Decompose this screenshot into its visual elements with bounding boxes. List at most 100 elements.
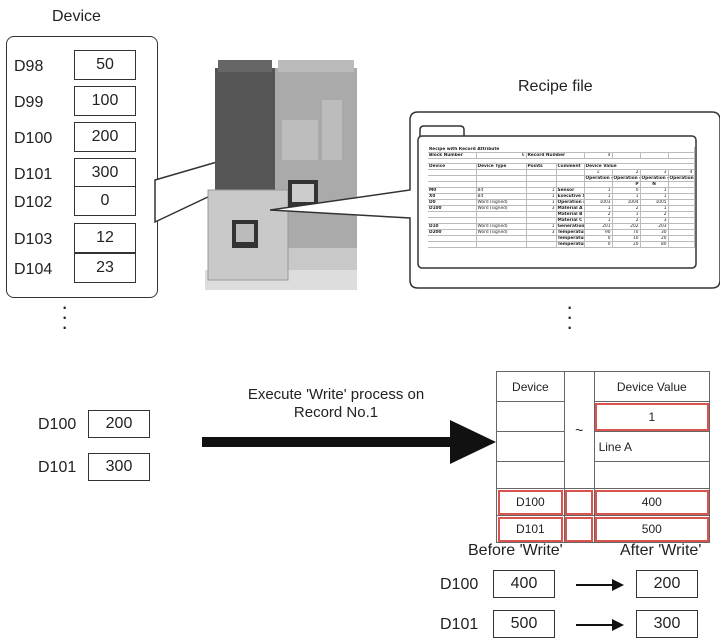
sheet-cell: 1 (526, 199, 557, 206)
sheet-cell: 203 (640, 223, 669, 230)
execute-write-label: Execute 'Write' process on Record No.1 (247, 386, 425, 421)
small-right-arrow-icon (576, 619, 624, 631)
sheet-cell: 1 (526, 193, 557, 200)
sheet-cell: 1 (640, 187, 669, 194)
before-d100-name: D100 (38, 416, 77, 433)
compare-d101-after: 300 (636, 610, 698, 638)
sheet-cell: 1003 (584, 199, 613, 206)
sheet-cell: D100 (428, 205, 477, 212)
record-row1-value: 1 (593, 401, 711, 432)
device-value-d101: 300 (74, 158, 136, 188)
sheet-cell (668, 217, 695, 224)
sheet-cell: 0 (584, 235, 613, 242)
device-value-d98: 50 (74, 50, 136, 80)
record-table: Device ~ Device Value 1 Line A D100 400 … (496, 371, 711, 543)
sheet-cell (476, 235, 527, 242)
sheet-cell: 10 (612, 235, 641, 242)
sheet-cell: 2 (612, 217, 641, 224)
sheet-cell: 1 (640, 193, 669, 200)
sheet-cell (476, 217, 527, 224)
sheet-p: P (612, 181, 641, 188)
sheet-cell: Generation nu (556, 223, 585, 230)
compare-d101-name: D101 (440, 616, 479, 633)
sheet-cell: X0 (428, 193, 477, 200)
record-row2-value: Line A (593, 431, 711, 462)
sheet-cell: 20 (612, 241, 641, 248)
sheet-cell (668, 211, 695, 218)
sheet-row: Temperature02080 (428, 241, 695, 248)
before-write-label: Before 'Write' (468, 542, 563, 559)
sheet-cell: 0 (612, 187, 641, 194)
sheet-cell: 1 (526, 187, 557, 194)
sheet-cell: Bit (476, 193, 527, 200)
before-d101-value: 300 (88, 453, 150, 481)
sheet-header-value: Device Value (584, 163, 695, 170)
sheet-cell (526, 235, 557, 242)
recipe-sheet-table: Recipe with Record Attribute Block Numbe… (428, 147, 695, 248)
sheet-cell: Word (signed) (476, 229, 527, 236)
sheet-cell: 3 (526, 229, 557, 236)
compare-d100-after: 200 (636, 570, 698, 598)
sheet-cell (668, 223, 695, 230)
recipe-file-title: Recipe file (518, 78, 593, 95)
device-name-d102: D102 (14, 194, 53, 211)
sheet-record-label: Record Number (526, 152, 585, 159)
sheet-cell: 2 (640, 211, 669, 218)
sheet-cell: 1 (640, 205, 669, 212)
sheet-cell: 1 (584, 205, 613, 212)
sheet-cell: M0 (428, 187, 477, 194)
compare-d101-before: 500 (493, 610, 555, 638)
sheet-cell: D10 (428, 223, 477, 230)
device-value-d103: 12 (74, 223, 136, 253)
device-value-d104: 23 (74, 253, 136, 283)
sheet-cell: 3 (640, 217, 669, 224)
sheet-cell: 20 (640, 235, 669, 242)
device-value-d102: 0 (74, 186, 136, 216)
sheet-cell: Temperature (556, 235, 585, 242)
large-right-arrow-icon (202, 420, 496, 464)
sheet-cell (428, 241, 477, 248)
sheet-cell (668, 199, 695, 206)
sheet-cell: 0 (584, 241, 613, 248)
sheet-cell: 30 (640, 229, 669, 236)
ellipsis-left-icon: ··· (61, 294, 69, 339)
sheet-cell: Word (signed) (476, 223, 527, 230)
sheet-header-comment: Comment (556, 163, 585, 170)
sheet-num: 1 (584, 169, 613, 176)
sheet-cell: Material C (556, 217, 585, 224)
ellipsis-right-icon: ··· (566, 294, 574, 339)
sheet-op: Operation c (612, 175, 641, 182)
compare-d100-before: 400 (493, 570, 555, 598)
sheet-header-points: Points (526, 163, 557, 170)
sheet-cell (668, 187, 695, 194)
sheet-cell (668, 229, 695, 236)
plc-module-icon (205, 60, 357, 290)
after-write-label: After 'Write' (620, 542, 702, 559)
sheet-cell (428, 211, 477, 218)
record-header-value: Device Value (593, 371, 711, 402)
record-d101-name: D101 (496, 515, 565, 543)
recipe-sheet: Recipe with Record Attribute Block Numbe… (428, 147, 698, 259)
record-d100-value: 400 (593, 488, 711, 516)
device-name-d103: D103 (14, 231, 53, 248)
sheet-cell: 1004 (612, 199, 641, 206)
record-d101-value: 500 (593, 515, 711, 543)
sheet-cell (668, 205, 695, 212)
sheet-num: 3 (640, 169, 669, 176)
sheet-cell: 201 (584, 223, 613, 230)
sheet-op: Operation c (640, 175, 669, 182)
sheet-block-number: 6 (476, 152, 527, 159)
sheet-cell (476, 241, 527, 248)
before-d101-name: D101 (38, 459, 77, 476)
before-d100-value: 200 (88, 410, 150, 438)
sheet-cell: 1 (612, 193, 641, 200)
sheet-cell (526, 217, 557, 224)
sheet-op: Operation c (584, 175, 613, 182)
device-panel (6, 36, 158, 298)
sheet-cell: 1 (584, 193, 613, 200)
device-name-d99: D99 (14, 94, 44, 111)
